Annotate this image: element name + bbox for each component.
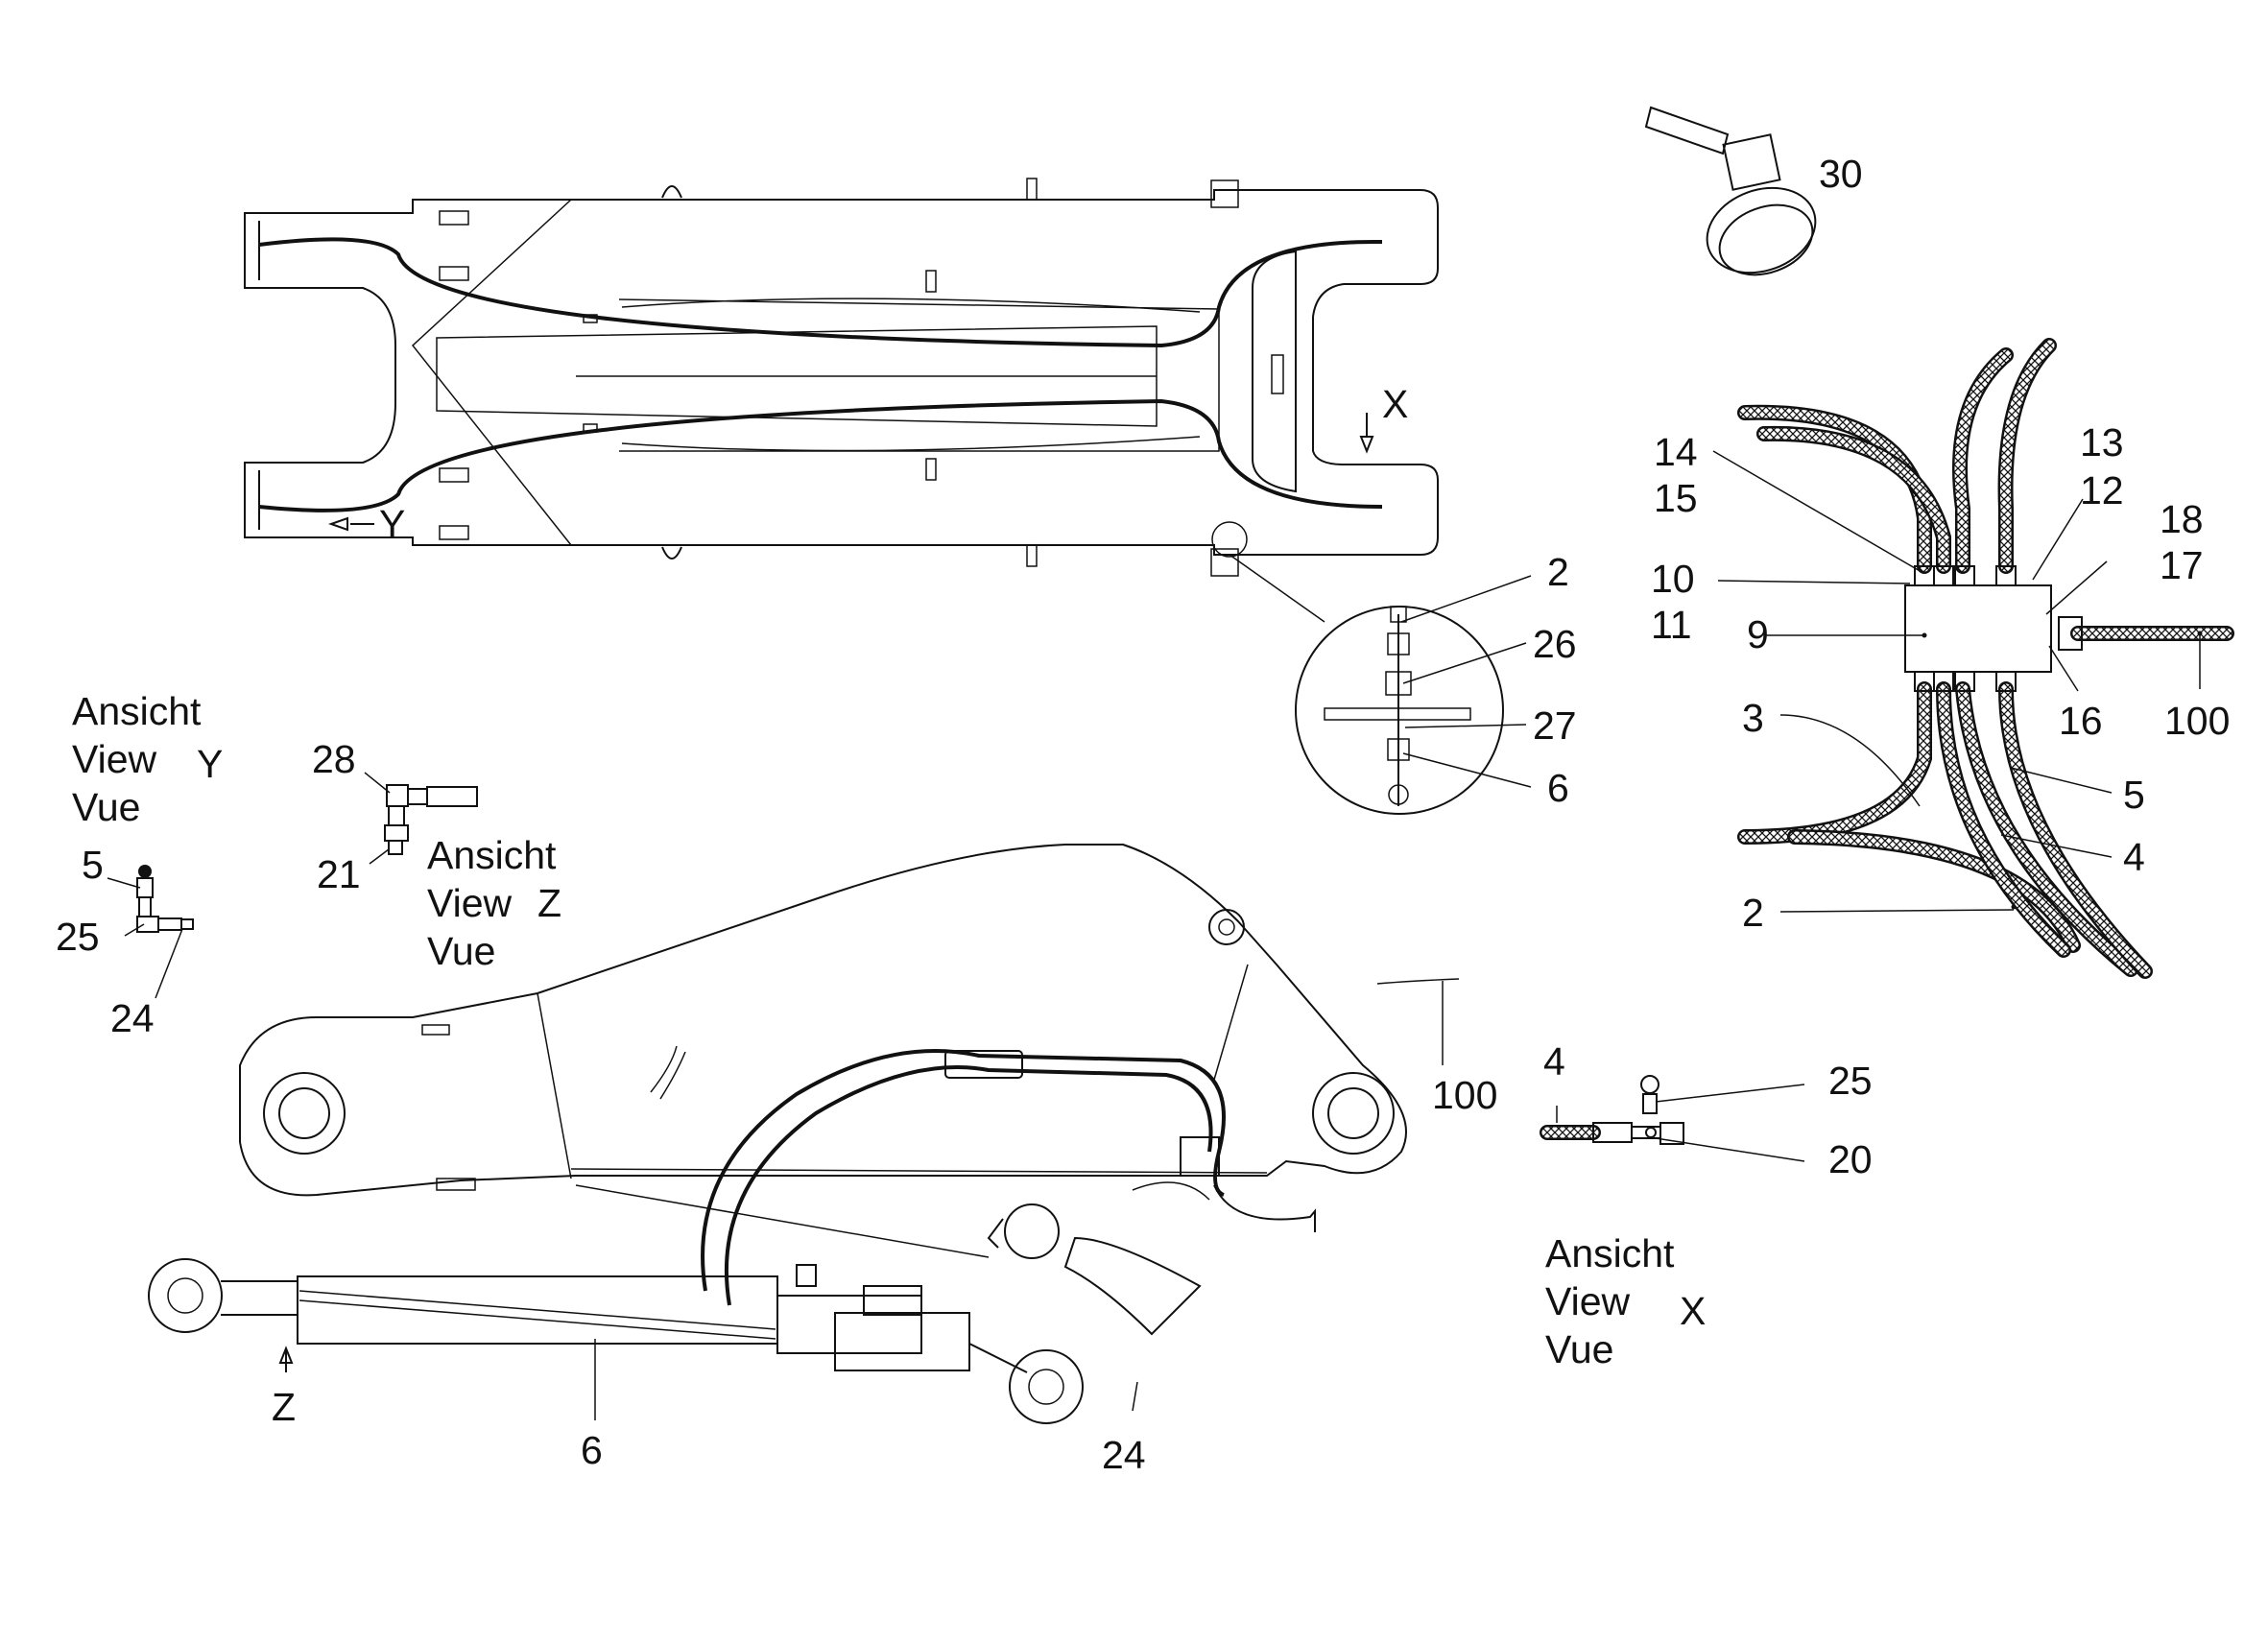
callout-27: 27 — [1533, 703, 1577, 748]
view-x-letter: X — [1680, 1289, 1706, 1333]
callout-10: 10 — [1651, 557, 1695, 601]
view-y-fitting — [107, 865, 194, 999]
callout-21: 21 — [317, 852, 361, 896]
callout-5-right: 5 — [2123, 773, 2145, 817]
callout-6-bottom: 6 — [581, 1428, 603, 1472]
hoses — [1737, 338, 2234, 979]
callout-26: 26 — [1533, 622, 1577, 666]
callout-16: 16 — [2059, 699, 2103, 743]
view-x-label: Ansicht View X Vue — [1545, 1231, 1706, 1371]
callout-13: 13 — [2080, 420, 2124, 465]
view-y-line2: View — [72, 737, 157, 781]
callout-18: 18 — [2160, 497, 2204, 541]
boom-side-view — [239, 844, 1460, 1336]
view-x-arrow: X — [1359, 382, 1408, 454]
view-y-line3: Vue — [72, 785, 140, 829]
hydraulic-cylinder — [148, 1258, 1084, 1424]
view-z-fitting — [364, 772, 478, 865]
callout-100-boom: 100 — [1432, 1073, 1497, 1117]
callout-2-detail: 2 — [1547, 550, 1569, 594]
callout-17: 17 — [2160, 543, 2204, 587]
callout-11: 11 — [1651, 603, 1692, 647]
view-x-arrow-letter: X — [1382, 382, 1408, 426]
view-x-fitting — [1540, 1075, 1805, 1162]
callout-24-left: 24 — [110, 996, 155, 1040]
callout-3: 3 — [1742, 696, 1764, 740]
view-z-letter: Z — [537, 881, 561, 925]
callout-20: 20 — [1828, 1137, 1873, 1181]
valve-block-assembly — [1737, 338, 2234, 979]
valve-block — [1904, 584, 2052, 673]
detail-leaders — [1400, 575, 1532, 788]
view-z-label: Ansicht View Z Vue — [427, 833, 561, 973]
view-y-label: Ansicht View Y Vue — [72, 689, 223, 829]
callout-6-detail: 6 — [1547, 766, 1569, 810]
view-z-line1: Ansicht — [427, 833, 557, 877]
detail-circle — [1211, 521, 1504, 815]
view-y-line1: Ansicht — [72, 689, 202, 733]
view-x-line2: View — [1545, 1279, 1631, 1323]
callout-100-right: 100 — [2164, 699, 2230, 743]
callout-9: 9 — [1747, 612, 1769, 656]
view-y-letter: Y — [197, 742, 223, 786]
callout-24-bottom: 24 — [1102, 1433, 1146, 1477]
callout-25-viewx: 25 — [1828, 1059, 1873, 1103]
callout-28: 28 — [312, 737, 356, 781]
cable-tie-icon — [1644, 106, 1817, 276]
arm-top-view — [244, 178, 1439, 577]
view-z-line3: Vue — [427, 929, 495, 973]
view-y-arrow: Y — [327, 502, 405, 546]
callout-15: 15 — [1654, 476, 1698, 520]
callout-14: 14 — [1654, 430, 1698, 474]
callout-5-left: 5 — [82, 843, 104, 887]
callout-2-right: 2 — [1742, 891, 1764, 935]
view-x-line1: Ansicht — [1545, 1231, 1675, 1275]
callout-12: 12 — [2080, 468, 2124, 512]
view-z-line2: View — [427, 881, 513, 925]
callout-4-right: 4 — [2123, 835, 2145, 879]
view-x-line3: Vue — [1545, 1327, 1613, 1371]
valve-leaders — [1712, 450, 2201, 913]
callout-30: 30 — [1819, 152, 1863, 196]
callout-25-left: 25 — [56, 915, 100, 959]
view-z-arrow-letter: Z — [272, 1385, 296, 1429]
view-z-arrow: Z — [272, 1346, 296, 1429]
view-y-arrow-letter: Y — [379, 502, 405, 546]
callout-4-viewx: 4 — [1543, 1039, 1565, 1084]
